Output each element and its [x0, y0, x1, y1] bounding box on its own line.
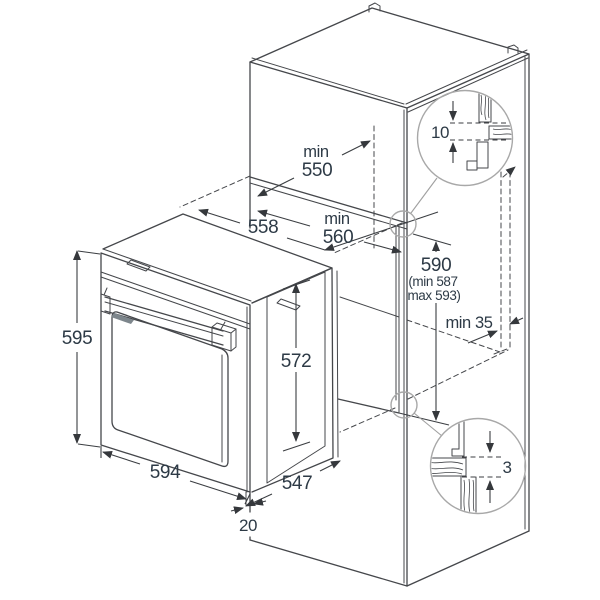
oven-body-side — [251, 267, 334, 493]
detail-markers — [389, 177, 443, 437]
dim-oven-depth: 547 — [245, 460, 341, 507]
oven — [100, 213, 339, 493]
door-window — [111, 311, 229, 468]
window-highlight — [111, 313, 134, 324]
top-clearance-label: 10 — [431, 123, 449, 142]
dim-niche-height: 590 (min 587 max 593) — [398, 233, 461, 426]
niche-depth-prefix: min — [303, 143, 329, 161]
bottom-detail-marker — [390, 391, 418, 419]
niche-width-label: 560 — [323, 227, 354, 248]
oven-height-label: 595 — [62, 328, 93, 349]
dim-oven-width: 594 — [100, 446, 251, 505]
cabinet — [245, 2, 530, 587]
mounting-bracket — [476, 141, 489, 169]
dim-rear-gap: min 35 — [445, 314, 524, 344]
callout-bottom-clearance: 3 — [429, 417, 527, 515]
niche-width-prefix: min — [324, 210, 350, 228]
top-detail-marker — [389, 210, 417, 238]
hidden-edges — [179, 125, 516, 433]
niche-height-label: 590 — [421, 255, 452, 276]
dim-oven-height: 595 — [62, 250, 101, 448]
body-width-label: 558 — [248, 217, 279, 238]
oven-width-label: 594 — [150, 462, 181, 483]
dim-body-width: 558 — [198, 208, 439, 251]
back-panel-notch — [507, 44, 519, 54]
niche-height-note1: (min 587 — [408, 274, 457, 289]
back-panel-notch — [368, 2, 381, 13]
dim-door-gap: 20 — [230, 497, 267, 535]
hinge-tab — [126, 259, 151, 272]
callout-top-clearance: 10 — [416, 89, 514, 187]
oven-door — [100, 252, 251, 493]
dim-niche-width: min 560 — [257, 209, 402, 254]
niche-opening — [249, 176, 408, 414]
dim-niche-depth: min 550 — [257, 140, 371, 197]
door-gap-label: 20 — [239, 516, 257, 535]
dim-body-height: 572 — [281, 279, 312, 452]
niche-depth-label: 550 — [302, 160, 333, 181]
niche-height-note2: max 593) — [407, 288, 460, 303]
rear-gap-label: min 35 — [445, 314, 492, 332]
bottom-clearance-label: 3 — [502, 458, 511, 477]
body-height-label: 572 — [281, 351, 312, 372]
oven-depth-label: 547 — [282, 473, 313, 494]
